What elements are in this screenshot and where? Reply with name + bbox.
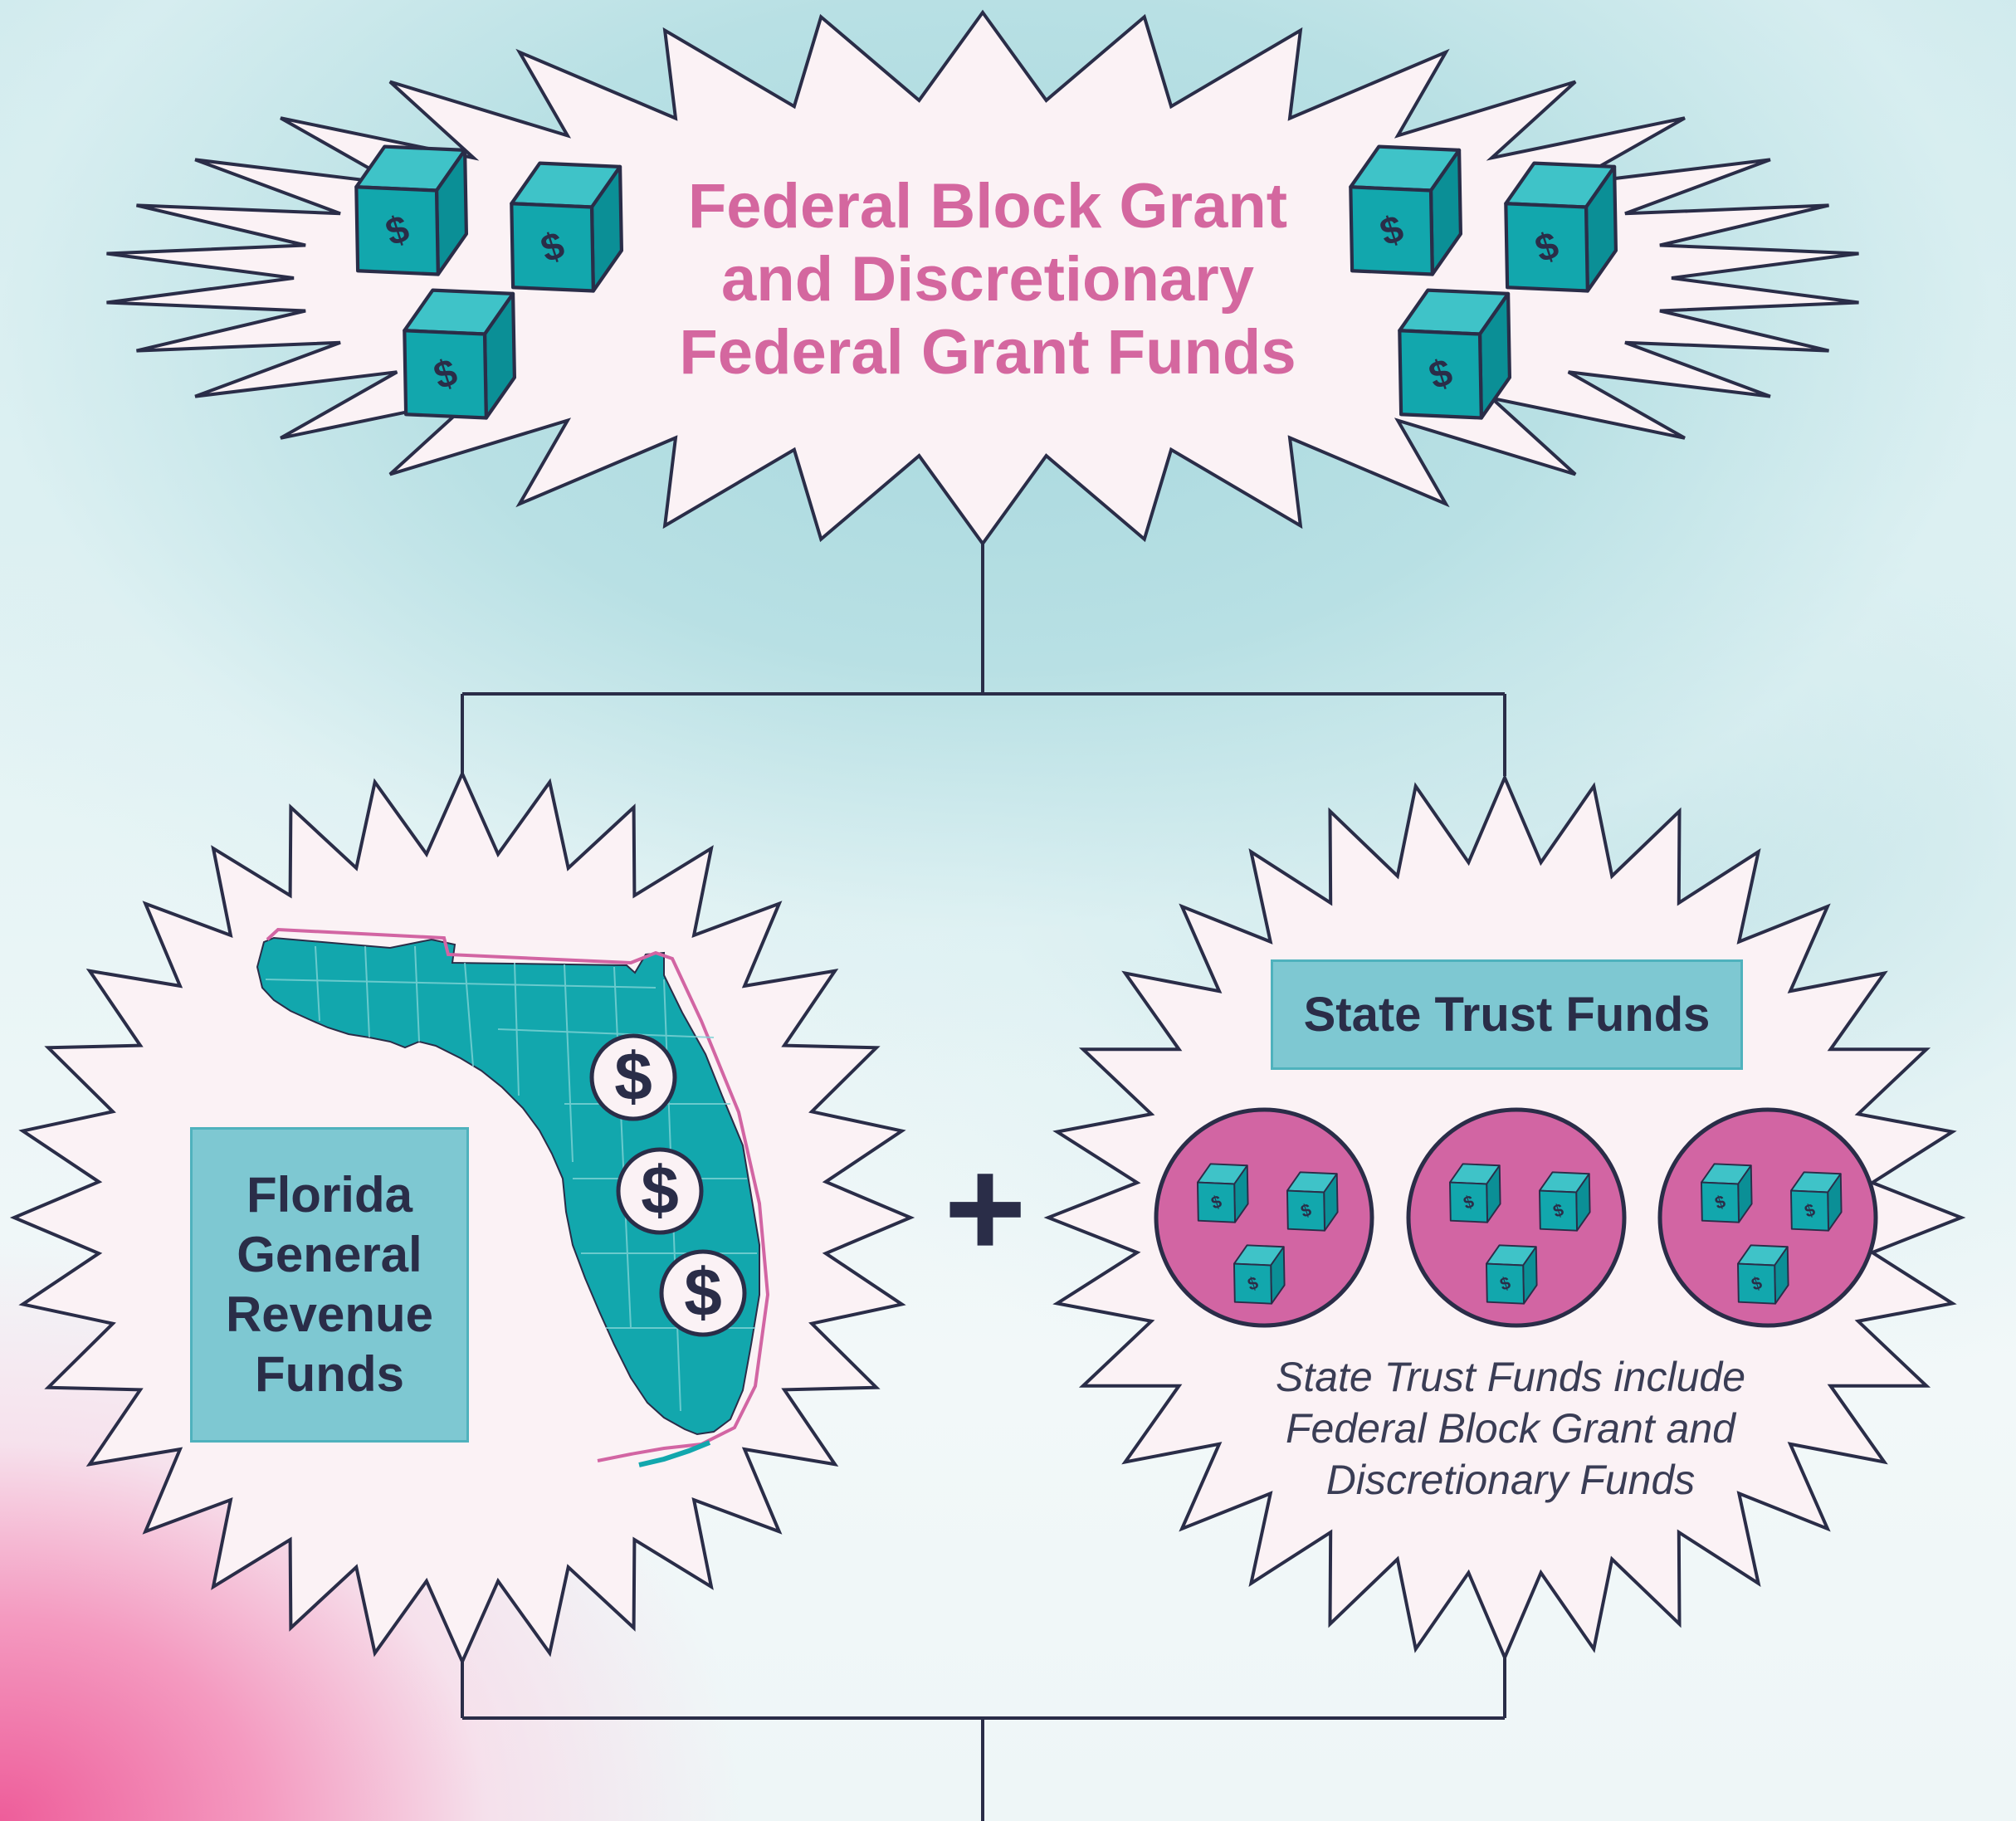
dollar-coin-icon: $ bbox=[659, 1249, 747, 1337]
cube-bundle-icon bbox=[1406, 1107, 1627, 1328]
svg-text:$: $ bbox=[614, 1039, 652, 1115]
cube-bundle-icon bbox=[1154, 1107, 1374, 1328]
state-trust-funds-text: State Trust Funds bbox=[1303, 988, 1711, 1042]
state-trust-funds-note: State Trust Funds include Federal Block … bbox=[1212, 1351, 1809, 1506]
dollar-coin-icon: $ bbox=[589, 1033, 677, 1121]
note-line: State Trust Funds include bbox=[1275, 1354, 1745, 1400]
note-line: Federal Block Grant and bbox=[1286, 1405, 1735, 1452]
florida-label-line: Revenue bbox=[225, 1286, 434, 1342]
note-line: Discretionary Funds bbox=[1325, 1457, 1696, 1503]
svg-text:$: $ bbox=[641, 1153, 679, 1228]
cube-bundle-icon bbox=[1657, 1107, 1878, 1328]
dollar-coin-icon: $ bbox=[616, 1147, 704, 1235]
plus-operator: + bbox=[944, 1130, 1026, 1287]
florida-label-line: Funds bbox=[255, 1346, 404, 1402]
top-title-line: Federal Block Grant bbox=[687, 171, 1288, 242]
top-title-line: Federal Grant Funds bbox=[679, 317, 1296, 388]
svg-text:$: $ bbox=[684, 1255, 722, 1330]
top-title: Federal Block Grant and Discretionary Fe… bbox=[573, 170, 1403, 389]
florida-label-line: General bbox=[237, 1227, 422, 1282]
top-title-line: and Discretionary bbox=[721, 244, 1254, 315]
connector-lines bbox=[461, 539, 1506, 1821]
state-trust-funds-label: State Trust Funds bbox=[1271, 959, 1743, 1070]
florida-label-line: Florida bbox=[246, 1167, 412, 1223]
florida-general-revenue-label: Florida General Revenue Funds bbox=[190, 1127, 469, 1443]
